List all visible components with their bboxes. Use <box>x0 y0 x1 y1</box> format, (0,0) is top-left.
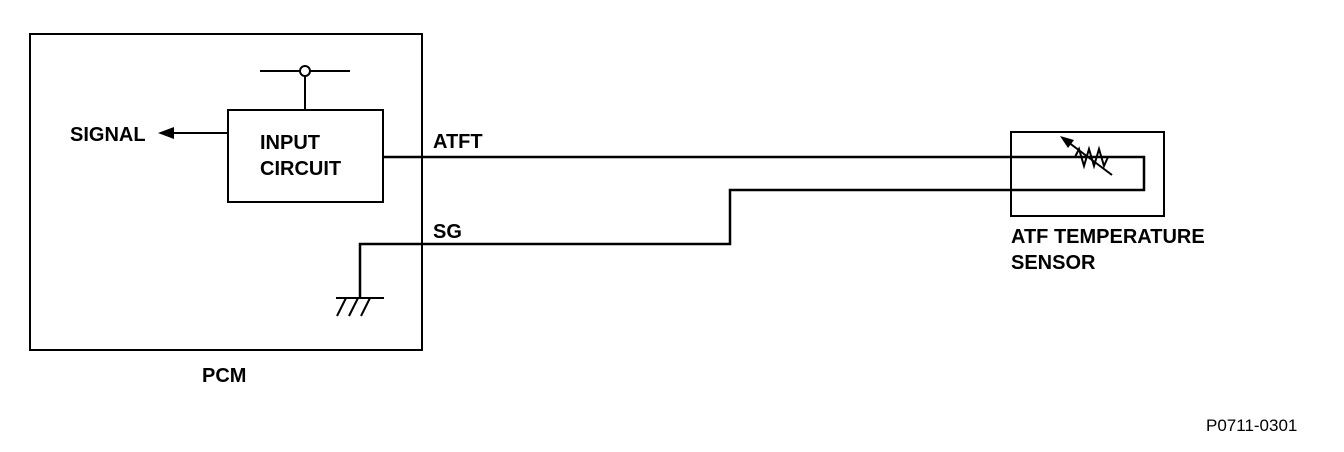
pcm-label: PCM <box>202 365 246 387</box>
signal-arrow-icon <box>158 127 228 139</box>
signal-label: SIGNAL <box>70 124 146 146</box>
atft-wire-label: ATFT <box>433 131 483 153</box>
pcm-box <box>29 33 423 351</box>
sg-wire <box>358 188 1112 298</box>
input-circuit-label-line2: CIRCUIT <box>260 158 341 180</box>
sensor-box <box>1010 131 1165 217</box>
sensor-label-line2: SENSOR <box>1011 252 1096 274</box>
sg-wire-label: SG <box>433 221 462 243</box>
ground-icon <box>336 297 384 317</box>
input-circuit-label-line1: INPUT <box>260 132 320 154</box>
figure-id: P0711-0301 <box>1206 416 1297 435</box>
input-circuit-box <box>227 109 384 203</box>
power-terminal-icon <box>260 65 350 110</box>
atft-wire <box>383 155 1146 192</box>
thermistor-icon <box>1060 136 1114 176</box>
sensor-label-line1: ATF TEMPERATURE <box>1011 226 1205 248</box>
